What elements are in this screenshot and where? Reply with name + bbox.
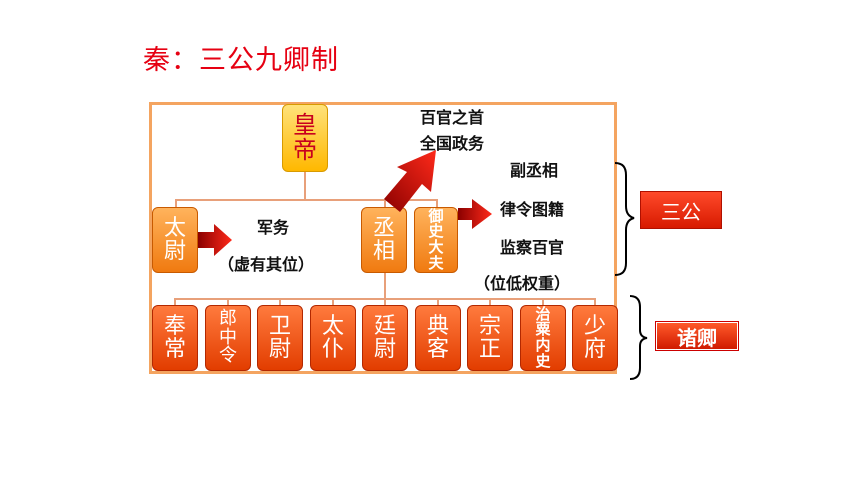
qing-box: 典客 xyxy=(415,305,461,371)
connector-chengxiang-down xyxy=(384,272,386,300)
yushi-note-1: 副丞相 xyxy=(510,161,559,180)
connector-qing xyxy=(489,298,491,306)
qing-label: 奉常 xyxy=(163,313,186,362)
qing-label: 治粟内史 xyxy=(535,304,551,370)
connector-taiwei xyxy=(175,199,177,207)
arrow-taiwei-icon xyxy=(198,224,232,256)
arrow-yushi-icon xyxy=(458,199,492,229)
emperor-note-1: 百官之首 xyxy=(420,108,485,127)
connector-sangong-bar xyxy=(175,199,437,201)
connector-qing xyxy=(594,298,596,306)
yushi-label: 御史大夫 xyxy=(428,206,444,272)
yushi-note-2: 律令图籍 xyxy=(500,200,565,219)
brace-sangong-icon xyxy=(614,162,635,276)
connector-qing xyxy=(279,298,281,306)
yushi-note-3: 监察百官 xyxy=(500,238,565,257)
connector-yushi xyxy=(436,199,438,207)
connector-qing xyxy=(174,298,176,306)
arrow-chengxiang-icon xyxy=(384,150,436,212)
taiwei-box: 太尉 xyxy=(152,207,198,273)
chengxiang-box: 丞相 xyxy=(361,207,407,273)
connector-qing xyxy=(437,298,439,306)
sangong-tag: 三公 xyxy=(640,191,722,229)
qing-label: 宗正 xyxy=(478,313,501,362)
qing-label: 太仆 xyxy=(321,313,344,362)
diagram-frame xyxy=(149,102,617,374)
qing-box: 少府 xyxy=(572,305,618,371)
qing-box: 郎中令 xyxy=(205,305,251,371)
qing-label: 典客 xyxy=(426,313,449,362)
yushi-box: 御史大夫 xyxy=(414,207,458,273)
qing-label: 少府 xyxy=(583,313,606,362)
emperor-note-2: 全国政务 xyxy=(420,134,485,153)
qing-label: 郎中令 xyxy=(219,307,237,367)
taiwei-note-1: 军务 xyxy=(257,218,290,237)
qing-box: 宗正 xyxy=(467,305,513,371)
chengxiang-label: 丞相 xyxy=(372,215,395,264)
connector-emperor-down xyxy=(304,172,306,200)
taiwei-note-2: （虚有其位） xyxy=(218,255,315,274)
qing-label: 卫尉 xyxy=(268,313,291,362)
taiwei-label: 太尉 xyxy=(163,215,186,264)
qing-box: 奉常 xyxy=(152,305,198,371)
zhuqing-tag: 诸卿 xyxy=(655,321,739,351)
qing-box: 太仆 xyxy=(310,305,356,371)
emperor-box: 皇帝 xyxy=(282,104,328,172)
qing-box: 治粟内史 xyxy=(520,305,566,371)
emperor-label: 皇帝 xyxy=(293,110,317,164)
yushi-note-4: （位低权重） xyxy=(474,274,571,293)
connector-qing xyxy=(227,298,229,306)
connector-chengxiang xyxy=(384,199,386,207)
connector-qing xyxy=(332,298,334,306)
qing-label: 廷尉 xyxy=(373,313,396,362)
page-title: 秦：三公九卿制 xyxy=(143,45,339,76)
brace-zhuqing-icon xyxy=(629,295,648,380)
qing-box: 卫尉 xyxy=(257,305,303,371)
qing-box: 廷尉 xyxy=(362,305,408,371)
connector-qing xyxy=(384,298,386,306)
connector-qing xyxy=(542,298,544,306)
